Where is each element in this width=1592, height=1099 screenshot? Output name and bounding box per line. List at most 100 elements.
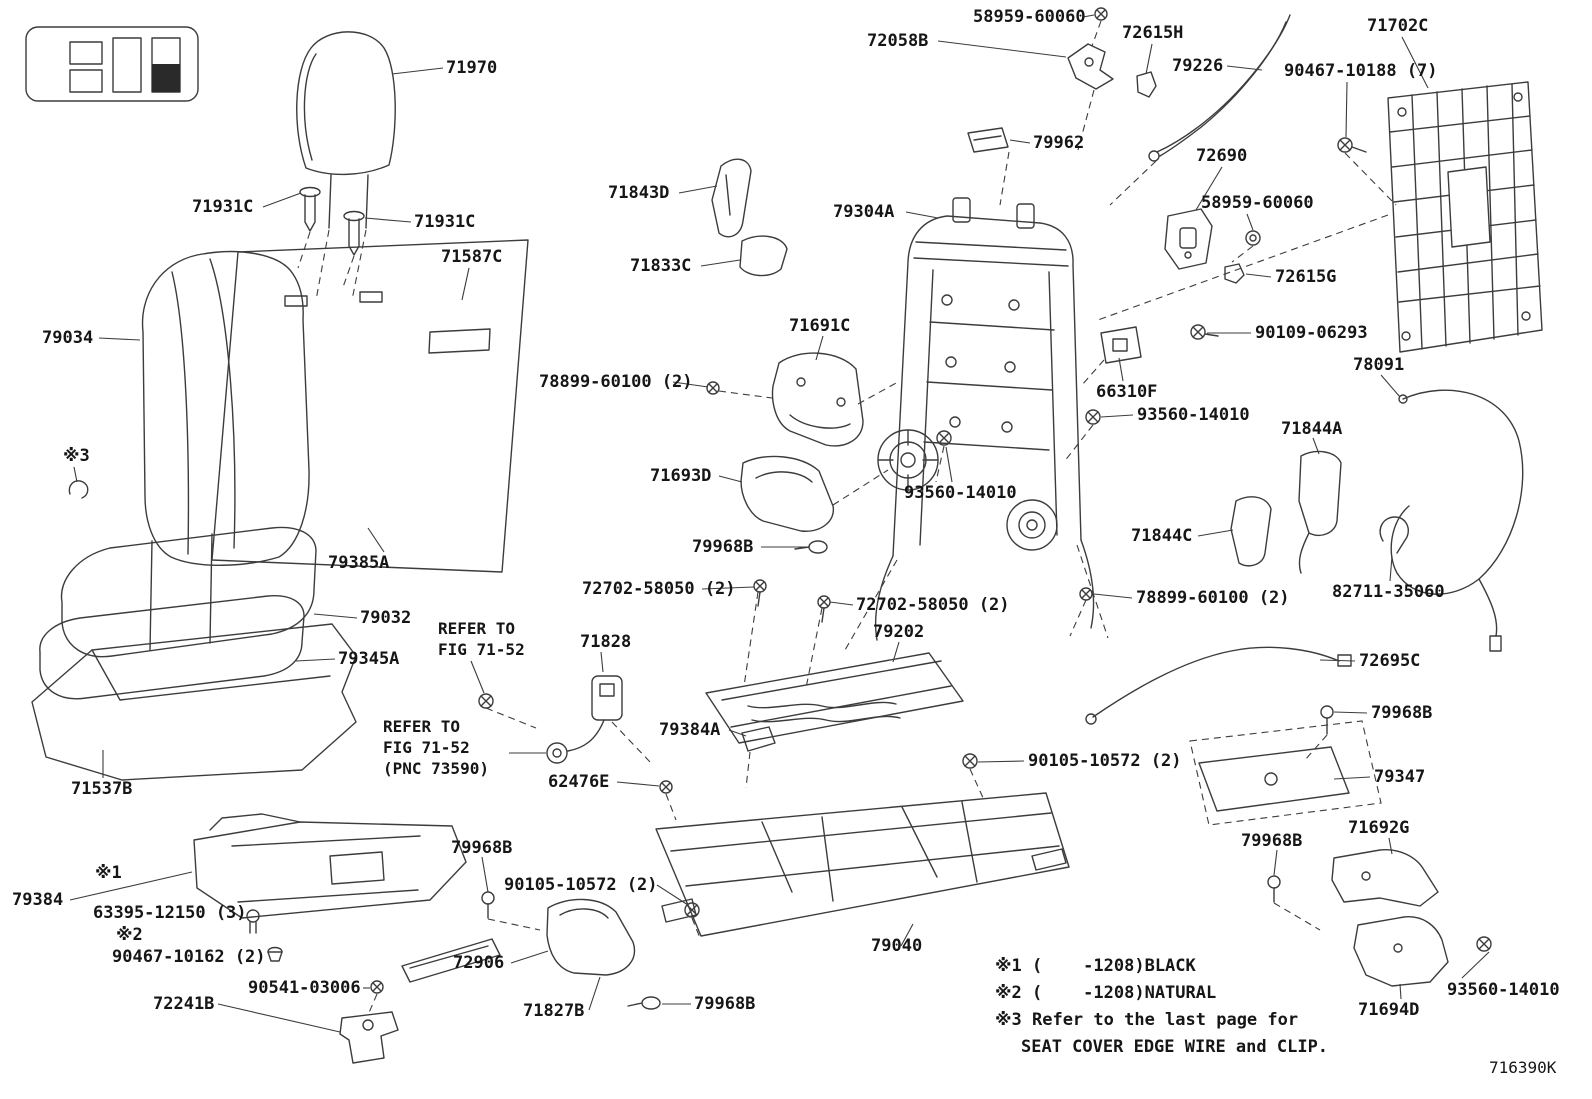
part-label-79968b-5: 79968B	[694, 994, 756, 1014]
part-label-79968b-1: 79968B	[692, 537, 754, 557]
hook-82711-drawing	[1379, 516, 1409, 554]
part-label-71931c-2: 71931C	[414, 212, 476, 232]
part-label-72702-58050-1: 72702-58050 (2)	[582, 579, 736, 599]
part-label-72695c: 72695C	[1359, 651, 1421, 671]
part-label-79226: 79226	[1172, 56, 1224, 76]
seatback-pad-drawing	[141, 250, 310, 566]
bolt-93560-a-drawing	[1085, 409, 1101, 425]
cover-71691c-drawing	[771, 352, 864, 447]
part-label-79040: 79040	[871, 936, 923, 956]
bracket-71694d-drawing	[1353, 916, 1449, 987]
headrest-drawing	[296, 31, 396, 229]
cushion-frame-drawing	[705, 652, 964, 744]
part-label-58959-60060-1: 58959-60060	[973, 7, 1086, 27]
part-label-71691c: 71691C	[789, 316, 851, 336]
seat-board-drawing	[193, 813, 467, 919]
part-label-79347: 79347	[1374, 767, 1426, 787]
edge-wire-hook-drawing	[68, 480, 89, 499]
bracket-72058b-drawing	[1067, 43, 1114, 90]
cable-72695c-drawing	[1085, 646, 1352, 725]
part-label-72702-58050-2: 72702-58050 (2)	[856, 595, 1010, 615]
bracket-79384a-drawing	[741, 726, 776, 752]
footnote-line: ※1 ( -1208)BLACK	[995, 956, 1196, 976]
part-label-79385a: 79385A	[328, 553, 390, 573]
refer-note-line: FIG 71-52	[438, 640, 525, 659]
screw-79968b-right-drawing	[1320, 705, 1334, 735]
cushion-pad-drawing	[39, 595, 305, 700]
footnote-line: SEAT COVER EDGE WIRE and CLIP.	[1021, 1037, 1329, 1057]
plate-79347-drawing	[1198, 746, 1350, 812]
seatback-frame-drawing	[874, 197, 1095, 641]
bracket-71692g-drawing	[1331, 849, 1439, 907]
part-label-71587c: 71587C	[441, 247, 503, 267]
refer-note-line: REFER TO	[438, 619, 516, 638]
screw-72702-a-drawing	[753, 579, 767, 607]
screw-62476e-drawing	[659, 780, 673, 794]
strip-72906-drawing	[401, 938, 501, 983]
part-label-79384: 79384	[12, 890, 64, 910]
bolt-90105-b-drawing	[684, 902, 700, 918]
screw-93560-c-drawing	[1476, 936, 1492, 952]
part-label-90109-06293: 90109-06293	[1255, 323, 1368, 343]
part-label-71844c: 71844C	[1131, 526, 1193, 546]
part-label-79968b-4: 79968B	[451, 838, 513, 858]
screw-72702-b-drawing	[817, 595, 831, 623]
cover-71827b-drawing	[546, 898, 636, 976]
cushion-cover-drawing	[31, 623, 357, 781]
leader-lines	[69, 14, 1490, 1033]
refer-note-line: REFER TO	[383, 717, 461, 736]
part-label-66310f: 66310F	[1096, 382, 1158, 402]
part-label-79034: 79034	[42, 328, 94, 348]
part-label-93560-14010-2: 93560-14010	[904, 483, 1017, 503]
screw-78899-a-drawing	[706, 381, 720, 395]
part-label-71970: 71970	[446, 58, 498, 78]
part-label-82711-35060: 82711-35060	[1332, 582, 1445, 602]
part-label-90467-10162: 90467-10162 (2)	[112, 947, 266, 967]
bolt-78899-b-drawing	[1079, 587, 1093, 601]
clip-72615g-drawing	[1224, 263, 1245, 284]
part-label-79968b-2: 79968B	[1371, 703, 1433, 723]
screw-90541-drawing	[370, 980, 384, 994]
bracket-72241b-drawing	[339, 1011, 399, 1064]
part-label-90467-10188: 90467-10188 (7)	[1284, 61, 1438, 81]
board-clips-drawing	[246, 909, 283, 962]
part-label-79968b-3: 79968B	[1241, 831, 1303, 851]
seatbelt-buckle-drawing	[546, 675, 623, 764]
part-label-58959-60060-2: 58959-60060	[1201, 193, 1314, 213]
part-label-79345a: 79345A	[338, 649, 400, 669]
part-label-note3-marker: ※3	[63, 446, 90, 466]
dashed-lines	[297, 20, 1397, 1016]
screw-58959-top-drawing	[1094, 7, 1108, 21]
part-label-71843d: 71843D	[608, 183, 670, 203]
screw-79968b-lower-right-drawing	[1267, 875, 1281, 903]
bracket-66310f-drawing	[1100, 326, 1142, 364]
refer-note-line: (PNC 73590)	[383, 759, 489, 778]
part-label-90105-10572-2: 90105-10572 (2)	[504, 875, 658, 895]
part-label-93560-14010-1: 93560-14010	[1137, 405, 1250, 425]
seatback-cover-drawing	[211, 239, 529, 573]
bolt-90109-drawing	[1190, 324, 1219, 340]
part-label-note2-marker: ※2	[116, 925, 143, 945]
part-label-72906: 72906	[453, 953, 505, 973]
part-label-78899-60100-2: 78899-60100 (2)	[1136, 588, 1290, 608]
cable-78091-drawing	[1390, 389, 1524, 652]
part-label-63395-12150: 63395-12150 (3)	[93, 903, 247, 923]
lock-72690-drawing	[1164, 208, 1213, 270]
nut-58959-drawing	[1245, 230, 1261, 246]
part-label-90105-10572-1: 90105-10572 (2)	[1028, 751, 1182, 771]
bolt-93560-b-drawing	[936, 430, 952, 446]
part-label-72615g: 72615G	[1275, 267, 1337, 287]
lever-71843d-drawing	[711, 158, 752, 238]
back-board-drawing	[1387, 81, 1543, 353]
part-label-71931c-1: 71931C	[192, 197, 254, 217]
part-label-72615h: 72615H	[1122, 23, 1184, 43]
screw-90467-10188-drawing	[1337, 137, 1367, 153]
cover-71693d-drawing	[740, 455, 835, 532]
part-label-79202: 79202	[873, 622, 925, 642]
part-label-71844a: 71844A	[1281, 419, 1343, 439]
part-label-72058b: 72058B	[867, 31, 929, 51]
part-label-90541-03006: 90541-03006	[248, 978, 361, 998]
